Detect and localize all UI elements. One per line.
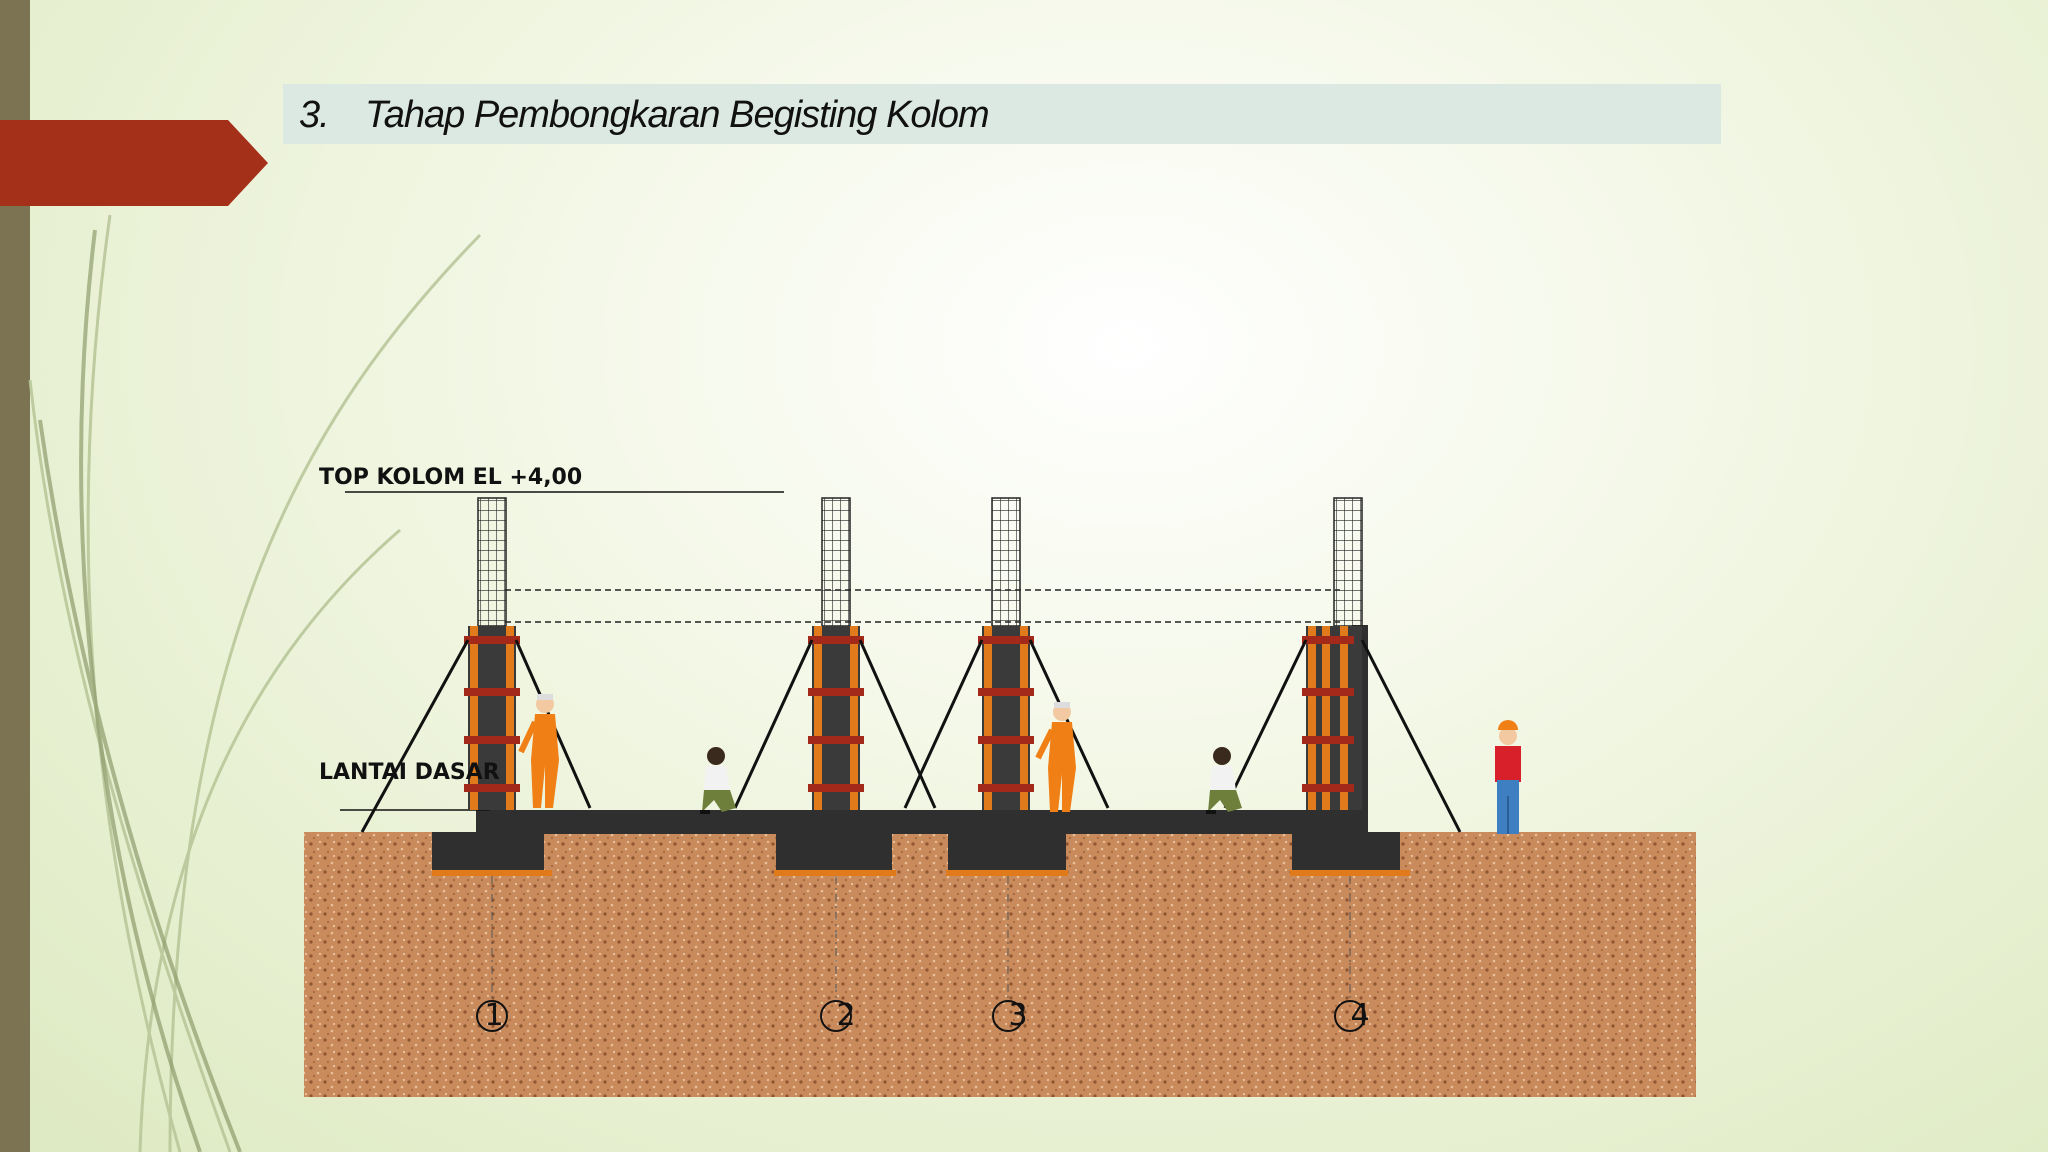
worker-standing-icon	[518, 694, 559, 808]
axis-label-4: 4	[1350, 998, 1370, 1033]
grid-axis-lines	[491, 876, 1351, 1000]
worker-standing-icon	[1035, 702, 1076, 812]
top-column-level-label: TOP KOLOM EL +4,00	[319, 465, 583, 490]
title-bar: 3. Tahap Pembongkaran Begisting Kolom	[283, 84, 1721, 144]
floor-slab	[476, 810, 1366, 834]
red-arrow-marker	[0, 120, 268, 206]
steel-prop-icon	[733, 639, 937, 809]
steel-prop-icon	[1223, 639, 1462, 833]
column-3	[903, 497, 1110, 810]
rebar-cage-icon	[477, 497, 507, 627]
worker-kneeling-icon	[1206, 747, 1242, 814]
floor-level-label: LANTAI DASAR	[319, 760, 500, 785]
column-2	[733, 497, 937, 810]
column-4	[1223, 497, 1462, 833]
column-1	[360, 497, 592, 833]
worker-kneeling-icon	[700, 747, 736, 814]
axis-label-1: 1	[484, 998, 504, 1033]
axis-bubbles	[476, 1000, 1366, 1032]
title-number: 3.	[299, 94, 330, 136]
rebar-cage-icon	[1333, 497, 1363, 627]
soil-ground	[304, 832, 1696, 1097]
slide-title: Tahap Pembongkaran Begisting Kolom	[365, 94, 990, 136]
axis-label-3: 3	[1008, 998, 1028, 1033]
rebar-cage-icon	[821, 497, 851, 627]
axis-label-2: 2	[836, 998, 856, 1033]
supervisor-icon	[1495, 720, 1521, 834]
rebar-cage-icon	[991, 497, 1021, 627]
